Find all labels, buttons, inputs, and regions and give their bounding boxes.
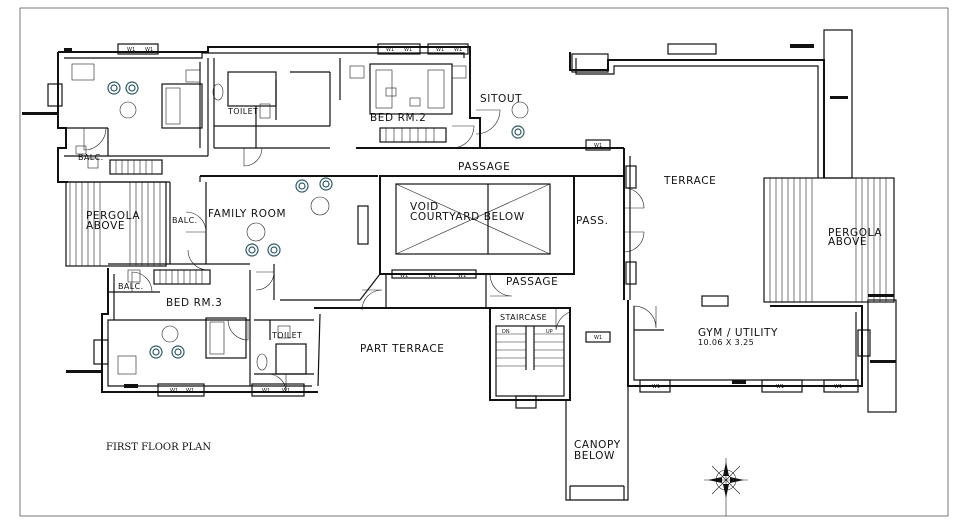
sitout-label: SITOUT	[480, 93, 522, 105]
bed-rm3-label: BED RM.3	[166, 297, 222, 309]
furniture	[71, 63, 529, 375]
north-arrow-icon	[704, 458, 748, 516]
window-tag: W1	[400, 273, 408, 279]
doors	[83, 109, 657, 393]
gym-label: GYM / UTILITY	[698, 327, 778, 339]
window-tag: W1	[186, 388, 194, 394]
pergola-left-label-line2: ABOVE	[86, 220, 125, 232]
pergola-right-label-line2: ABOVE	[828, 236, 867, 248]
passage-label: PASSAGE	[458, 161, 510, 173]
staircase	[495, 325, 565, 397]
window-tag: W1	[170, 388, 178, 394]
pergola-left	[65, 181, 167, 267]
window-tag: W1	[458, 273, 466, 279]
family-room-label: FAMILY ROOM	[208, 208, 286, 220]
balcony-label: BALC.	[118, 282, 144, 291]
bed-rm2-label: BED RM.2	[370, 112, 426, 124]
void-label-line2: COURTYARD BELOW	[410, 211, 525, 223]
window-tag: W1	[776, 384, 784, 390]
window-tag: W1	[652, 384, 660, 390]
toilet-label: TOILET	[227, 107, 258, 116]
window-tag: W1	[145, 47, 153, 53]
canopy-label-line2: BELOW	[574, 450, 615, 462]
pass-label: PASS.	[576, 215, 609, 227]
drawing-title: FIRST FLOOR PLAN	[106, 442, 211, 453]
windows	[47, 43, 871, 409]
stair-up-label: UP	[546, 329, 553, 335]
window-tag: W1	[454, 47, 462, 53]
window-tag: W1	[127, 47, 135, 53]
window-tag: W1	[834, 384, 842, 390]
staircase-label: STAIRCASE	[500, 313, 547, 322]
stair-down-label: DN	[502, 329, 510, 335]
canopy-label-line1: CANOPY	[574, 439, 621, 451]
window-tag: W1	[404, 47, 412, 53]
gym-size-label: 10.06 X 3.25	[698, 338, 754, 347]
void-label-line1: VOID	[410, 201, 439, 213]
pergola-left-label-line1: PERGOLA	[86, 210, 140, 222]
drawing-frame	[19, 7, 949, 517]
toilet-label: TOILET	[271, 331, 302, 340]
window-tag: W1	[386, 47, 394, 53]
wall-stubs	[22, 44, 896, 388]
balcony-label: BALC.	[172, 216, 198, 225]
window-tag: W1	[594, 143, 602, 149]
pergola-right	[763, 177, 895, 303]
window-tag: W1	[428, 273, 436, 279]
balcony-label: BALC.	[78, 153, 104, 162]
part-terrace-label: PART TERRACE	[360, 343, 445, 355]
window-tag: W1	[594, 335, 602, 341]
window-tag: W1	[262, 388, 270, 394]
passage-label: PASSAGE	[506, 276, 558, 288]
window-tags: W1 W1 W1 W1 W1 W1 W1 W1 W1 W1 W1 W1 W1 W…	[127, 47, 842, 394]
window-tag: W1	[282, 388, 290, 394]
room-labels: TOILET BED RM.2 SITOUT BALC. PASSAGE TER…	[78, 93, 882, 462]
terrace-label: TERRACE	[663, 175, 716, 187]
window-tag: W1	[436, 47, 444, 53]
pergola-right-label-line1: PERGOLA	[828, 227, 882, 239]
plants	[107, 81, 525, 359]
